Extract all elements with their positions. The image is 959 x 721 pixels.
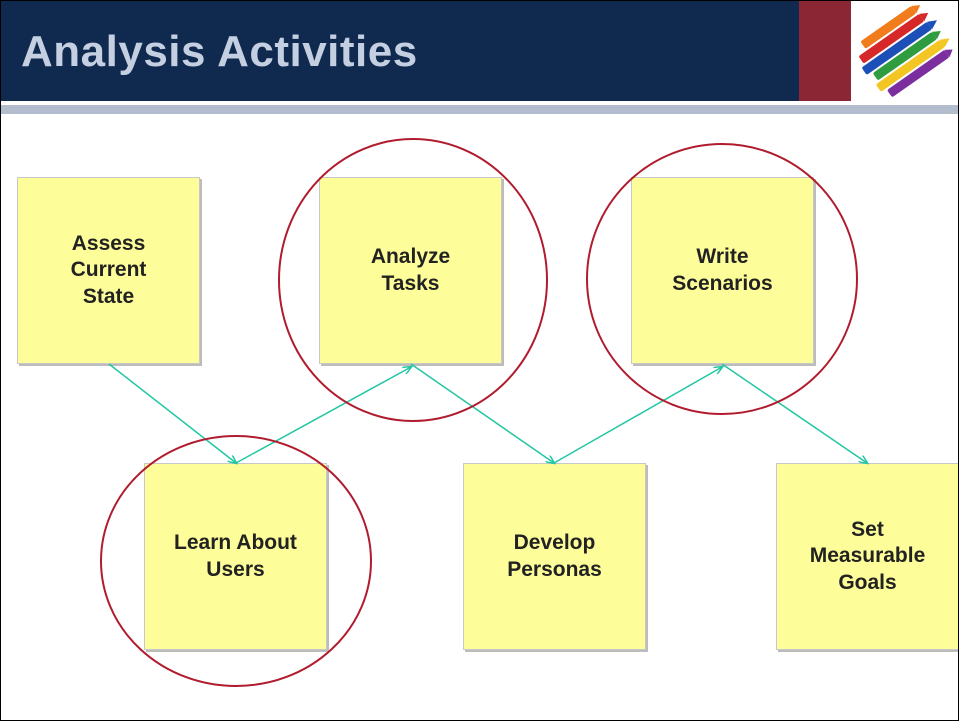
header-accent-block [799, 1, 851, 101]
node-assess-line2: Current [70, 258, 147, 282]
node-write-line2: Scenarios [672, 271, 773, 295]
highlight-circle-learn [100, 435, 372, 687]
node-analyze-line2: Tasks [381, 271, 440, 295]
crayons-icon [851, 1, 958, 101]
node-assess-line3: State [82, 284, 135, 308]
arrow-write-to-set [721, 363, 867, 463]
node-write-scenarios: Write Scenarios [631, 177, 814, 364]
node-develop-line1: Develop [513, 531, 596, 555]
node-set-measurable-goals: Set Measurable Goals [776, 463, 958, 650]
header-bar: Analysis Activities [1, 1, 958, 101]
node-analyze-line1: Analyze [370, 245, 451, 269]
highlight-circle-analyze [278, 138, 548, 422]
node-learn-line1: Learn About [174, 531, 297, 555]
node-assess-line1: Assess [71, 232, 146, 256]
node-set-line3: Goals [838, 570, 897, 594]
arrow-learn-to-analyze [235, 367, 411, 464]
node-assess-current-state: Assess Current State [17, 177, 200, 364]
slide-title: Analysis Activities [21, 27, 418, 76]
node-analyze-tasks: Analyze Tasks [319, 177, 502, 364]
node-write-line1: Write [696, 245, 749, 269]
arrow-analyze-to-develop [410, 363, 554, 463]
arrow-develop-to-write [553, 367, 722, 464]
node-set-line2: Measurable [809, 544, 926, 568]
highlight-circle-write [586, 143, 858, 415]
node-develop-personas: Develop Personas [463, 463, 646, 650]
node-develop-line2: Personas [507, 557, 602, 581]
header-divider [1, 105, 958, 114]
arrow-assess-to-learn [108, 363, 236, 463]
node-set-line1: Set [851, 518, 884, 542]
node-learn-line2: Users [206, 557, 265, 581]
node-learn-about-users: Learn About Users [144, 463, 327, 650]
